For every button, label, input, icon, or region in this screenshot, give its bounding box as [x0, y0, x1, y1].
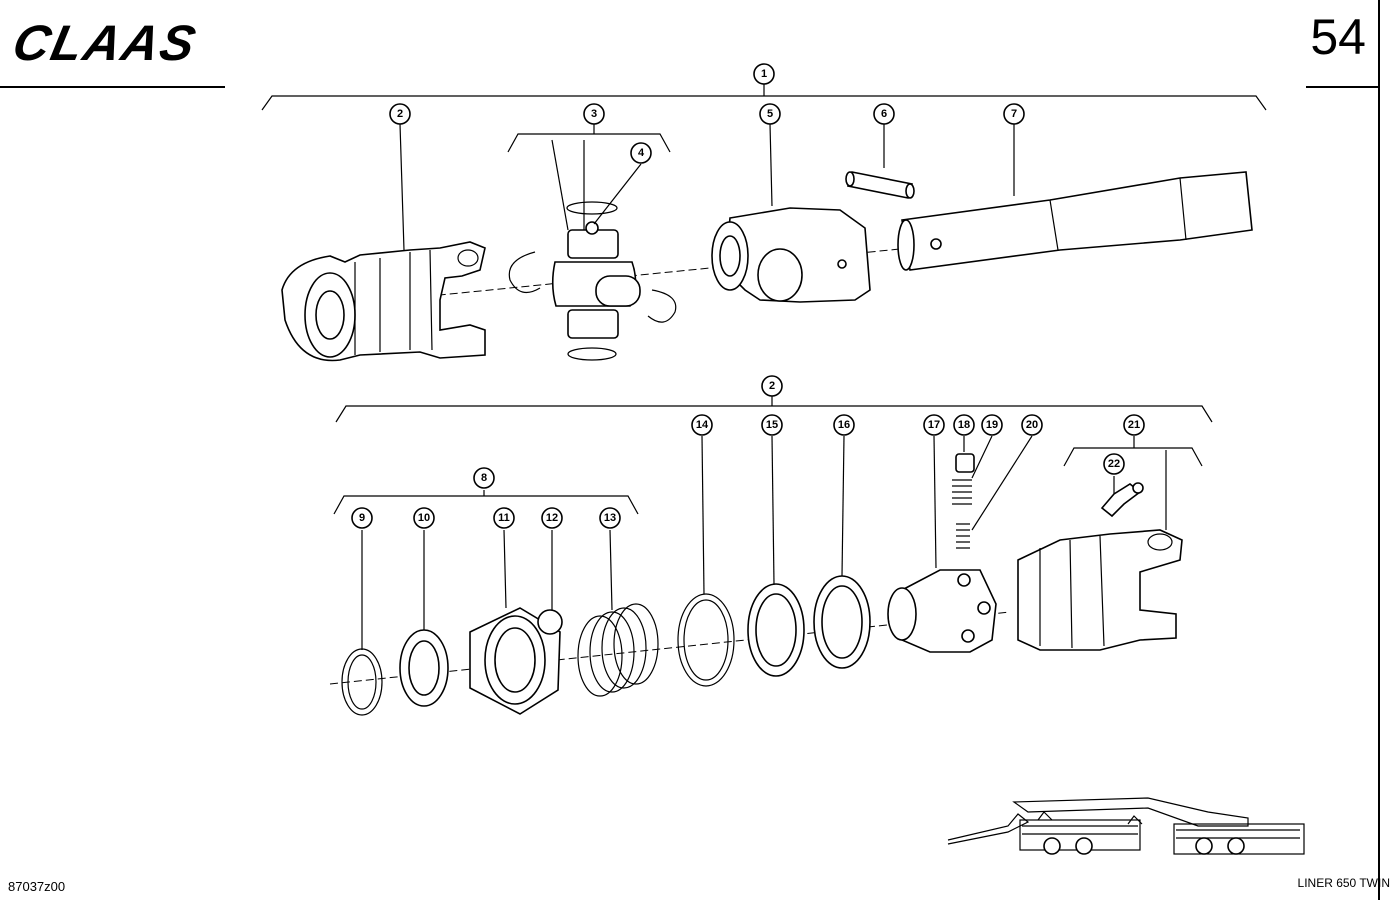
svg-text:4: 4 [638, 147, 645, 159]
pin-part-6 [845, 171, 915, 199]
callout-11[interactable]: 11 [493, 507, 515, 529]
spring-part-13 [577, 603, 659, 697]
svg-text:20: 20 [1026, 419, 1038, 431]
header-rule-left [0, 86, 225, 88]
svg-text:7: 7 [1011, 108, 1017, 120]
spring-part-20 [956, 523, 970, 549]
machine-thumbnail [947, 797, 1305, 855]
callout-14[interactable]: 14 [691, 414, 713, 436]
callout-20[interactable]: 20 [1021, 414, 1043, 436]
flange-part-11 [469, 607, 561, 715]
cross-part-3 [508, 201, 677, 361]
svg-text:15: 15 [766, 419, 778, 431]
svg-text:2: 2 [397, 108, 403, 120]
svg-text:10: 10 [418, 512, 430, 524]
tube-part-7 [897, 171, 1253, 271]
callout-8[interactable]: 8 [473, 467, 495, 489]
bracket-group-8 [333, 495, 639, 515]
svg-text:16: 16 [838, 419, 850, 431]
page-right-border [1378, 0, 1380, 900]
callout-1[interactable]: 1 [753, 63, 775, 85]
svg-text:5: 5 [767, 108, 773, 120]
ring-part-16 [813, 575, 871, 669]
svg-text:13: 13 [604, 512, 616, 524]
svg-text:3: 3 [591, 108, 597, 120]
callout-2-upper[interactable]: 2 [389, 103, 411, 125]
svg-text:12: 12 [546, 512, 558, 524]
svg-text:17: 17 [928, 419, 940, 431]
bracket-group-21 [1063, 447, 1203, 467]
callout-15[interactable]: 15 [761, 414, 783, 436]
callout-10[interactable]: 10 [413, 507, 435, 529]
machine-model: LINER 650 TWIN [1297, 876, 1390, 890]
svg-text:14: 14 [696, 419, 709, 431]
ring-part-15 [747, 583, 805, 677]
spring-part-19 [952, 479, 972, 505]
yoke-part-5 [711, 207, 871, 303]
callout-12[interactable]: 12 [541, 507, 563, 529]
callout-4[interactable]: 4 [630, 142, 652, 164]
ring-part-10 [399, 629, 449, 707]
svg-text:1: 1 [761, 68, 767, 80]
callout-18[interactable]: 18 [953, 414, 975, 436]
callout-22[interactable]: 22 [1103, 453, 1125, 475]
yoke-part-21 [1017, 529, 1183, 651]
svg-text:2: 2 [769, 380, 775, 392]
bracket-assembly-2 [335, 405, 1213, 423]
ball-part-12 [537, 609, 563, 635]
callout-13[interactable]: 13 [599, 507, 621, 529]
callout-6[interactable]: 6 [873, 103, 895, 125]
callout-9[interactable]: 9 [351, 507, 373, 529]
svg-text:19: 19 [986, 419, 998, 431]
drawing-code: 87037z00 [8, 879, 66, 894]
header-rule-right [1306, 86, 1378, 88]
circlip-part-14 [677, 593, 735, 687]
yoke-part-2 [281, 241, 486, 362]
svg-text:9: 9 [359, 512, 365, 524]
page-number: 54 [1310, 9, 1366, 65]
callout-19[interactable]: 19 [981, 414, 1003, 436]
callout-21[interactable]: 21 [1123, 414, 1145, 436]
svg-text:11: 11 [498, 512, 510, 524]
circlip-part-9 [341, 648, 383, 716]
callout-2-lower[interactable]: 2 [761, 375, 783, 397]
svg-text:6: 6 [881, 108, 887, 120]
svg-text:22: 22 [1108, 458, 1120, 470]
callout-3[interactable]: 3 [583, 103, 605, 125]
pin-part-18 [955, 453, 975, 473]
callout-5[interactable]: 5 [759, 103, 781, 125]
svg-text:21: 21 [1128, 419, 1140, 431]
bracket-group-3 [507, 133, 671, 153]
callout-17[interactable]: 17 [923, 414, 945, 436]
callout-7[interactable]: 7 [1003, 103, 1025, 125]
hub-part-17 [887, 569, 997, 653]
grease-nipple-part-22 [1100, 482, 1144, 518]
svg-text:18: 18 [958, 419, 970, 431]
svg-text:8: 8 [481, 472, 487, 484]
callout-16[interactable]: 16 [833, 414, 855, 436]
